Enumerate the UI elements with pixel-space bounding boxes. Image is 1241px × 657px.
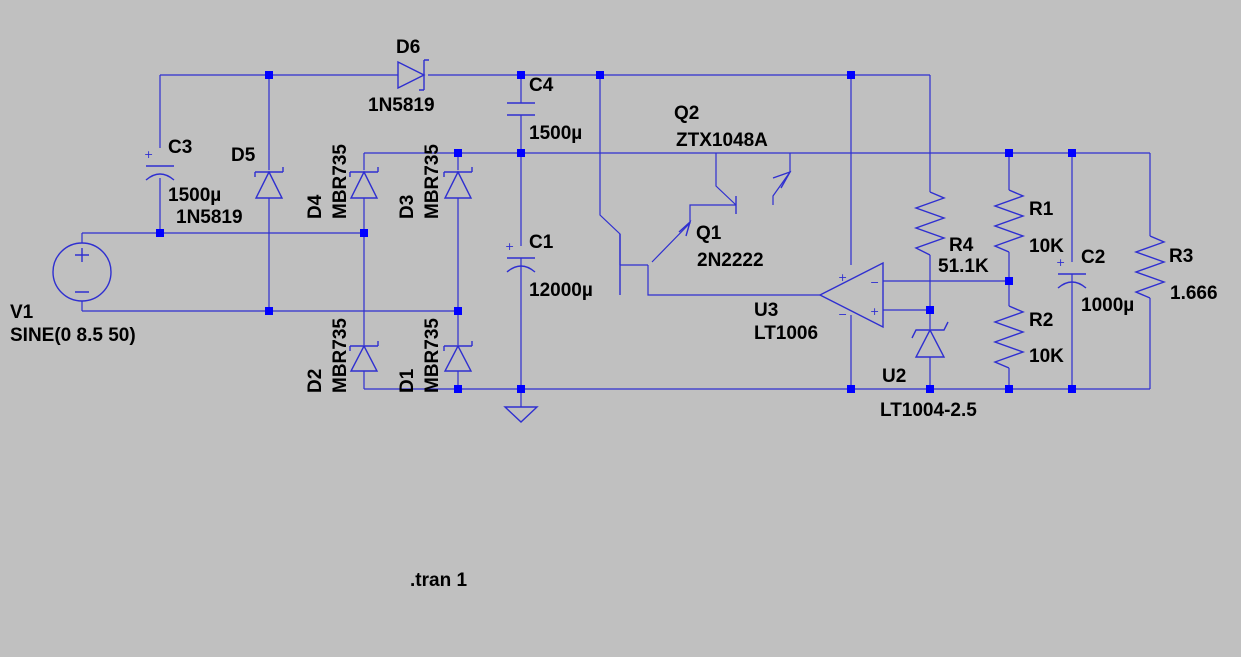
label-v1-ref: V1 [10,302,34,323]
wires [81,74,1151,407]
label-c1-ref: C1 [529,232,554,253]
label-u2-ref: U2 [882,366,906,387]
label-c2-ref: C2 [1081,247,1105,268]
svg-text:+: + [1056,256,1065,269]
svg-text:+: + [870,305,879,318]
label-c4-value: 1500µ [529,123,582,144]
label-c2-value: 1000µ [1081,295,1134,316]
label-r1-value: 10K [1029,236,1064,257]
label-r3-ref: R3 [1169,246,1193,267]
v1-source-symbol [52,242,112,302]
d6-diode-symbol [397,59,429,91]
r2-resistor-symbol [992,305,1026,369]
label-q2-value: ZTX1048A [676,130,768,151]
label-d1-value: MBR735 [422,318,443,393]
svg-text:+: + [838,271,847,284]
svg-text:−: − [870,276,879,289]
label-r2-ref: R2 [1029,310,1053,331]
label-r1-ref: R1 [1029,199,1054,220]
c4-capacitor-symbol [507,102,535,116]
r3-resistor-symbol [1133,235,1167,299]
svg-text:+: + [144,148,153,161]
svg-text:+: + [505,240,514,253]
c3-capacitor-symbol: + [144,148,175,181]
label-u3-value: LT1006 [754,323,818,344]
junction-dots [156,71,1076,393]
label-d5-value: 1N5819 [176,207,243,228]
label-d4-value: MBR735 [330,144,351,219]
ground-symbol [503,406,539,423]
label-u3-ref: U3 [754,300,778,321]
u3-opamp-symbol: + − − + [818,261,884,329]
svg-text:−: − [838,308,847,321]
label-q1-ref: Q1 [696,223,722,244]
spice-directive: .tran 1 [410,570,467,591]
u2-reference-symbol [911,321,949,358]
label-q2-ref: Q2 [674,103,699,124]
c1-capacitor-symbol: + [505,240,536,273]
label-d2-ref: D2 [305,369,326,393]
label-d5-ref: D5 [231,145,256,166]
label-c3-ref: C3 [168,137,192,158]
label-d6-value: 1N5819 [368,95,435,116]
label-r4-value: 51.1K [938,256,989,277]
label-q1-value: 2N2222 [697,250,764,271]
label-d3-value: MBR735 [422,144,443,219]
label-c3-value: 1500µ [168,185,221,206]
c2-capacitor-symbol: + [1056,256,1087,289]
label-v1-value: SINE(0 8.5 50) [10,325,136,346]
d4-diode-symbol [349,167,379,199]
label-c1-value: 12000µ [529,280,593,301]
d2-diode-symbol [349,341,379,372]
label-u2-value: LT1004-2.5 [880,400,977,421]
r1-resistor-symbol [992,189,1026,253]
d5-diode-symbol [254,167,284,199]
label-d3-ref: D3 [397,195,418,219]
q1-transistor-symbol [619,219,692,295]
label-r4-ref: R4 [949,235,974,256]
r4-resistor-symbol [913,191,947,256]
d3-diode-symbol [443,167,473,199]
label-c4-ref: C4 [529,75,554,96]
label-r2-value: 10K [1029,346,1064,367]
q2-transistor-symbol [735,170,792,214]
label-d6-ref: D6 [396,37,420,58]
d1-diode-symbol [443,341,473,372]
label-d1-ref: D1 [397,368,418,393]
label-d4-ref: D4 [305,194,326,219]
label-r3-value: 1.666 [1170,283,1218,304]
label-d2-value: MBR735 [330,318,351,393]
